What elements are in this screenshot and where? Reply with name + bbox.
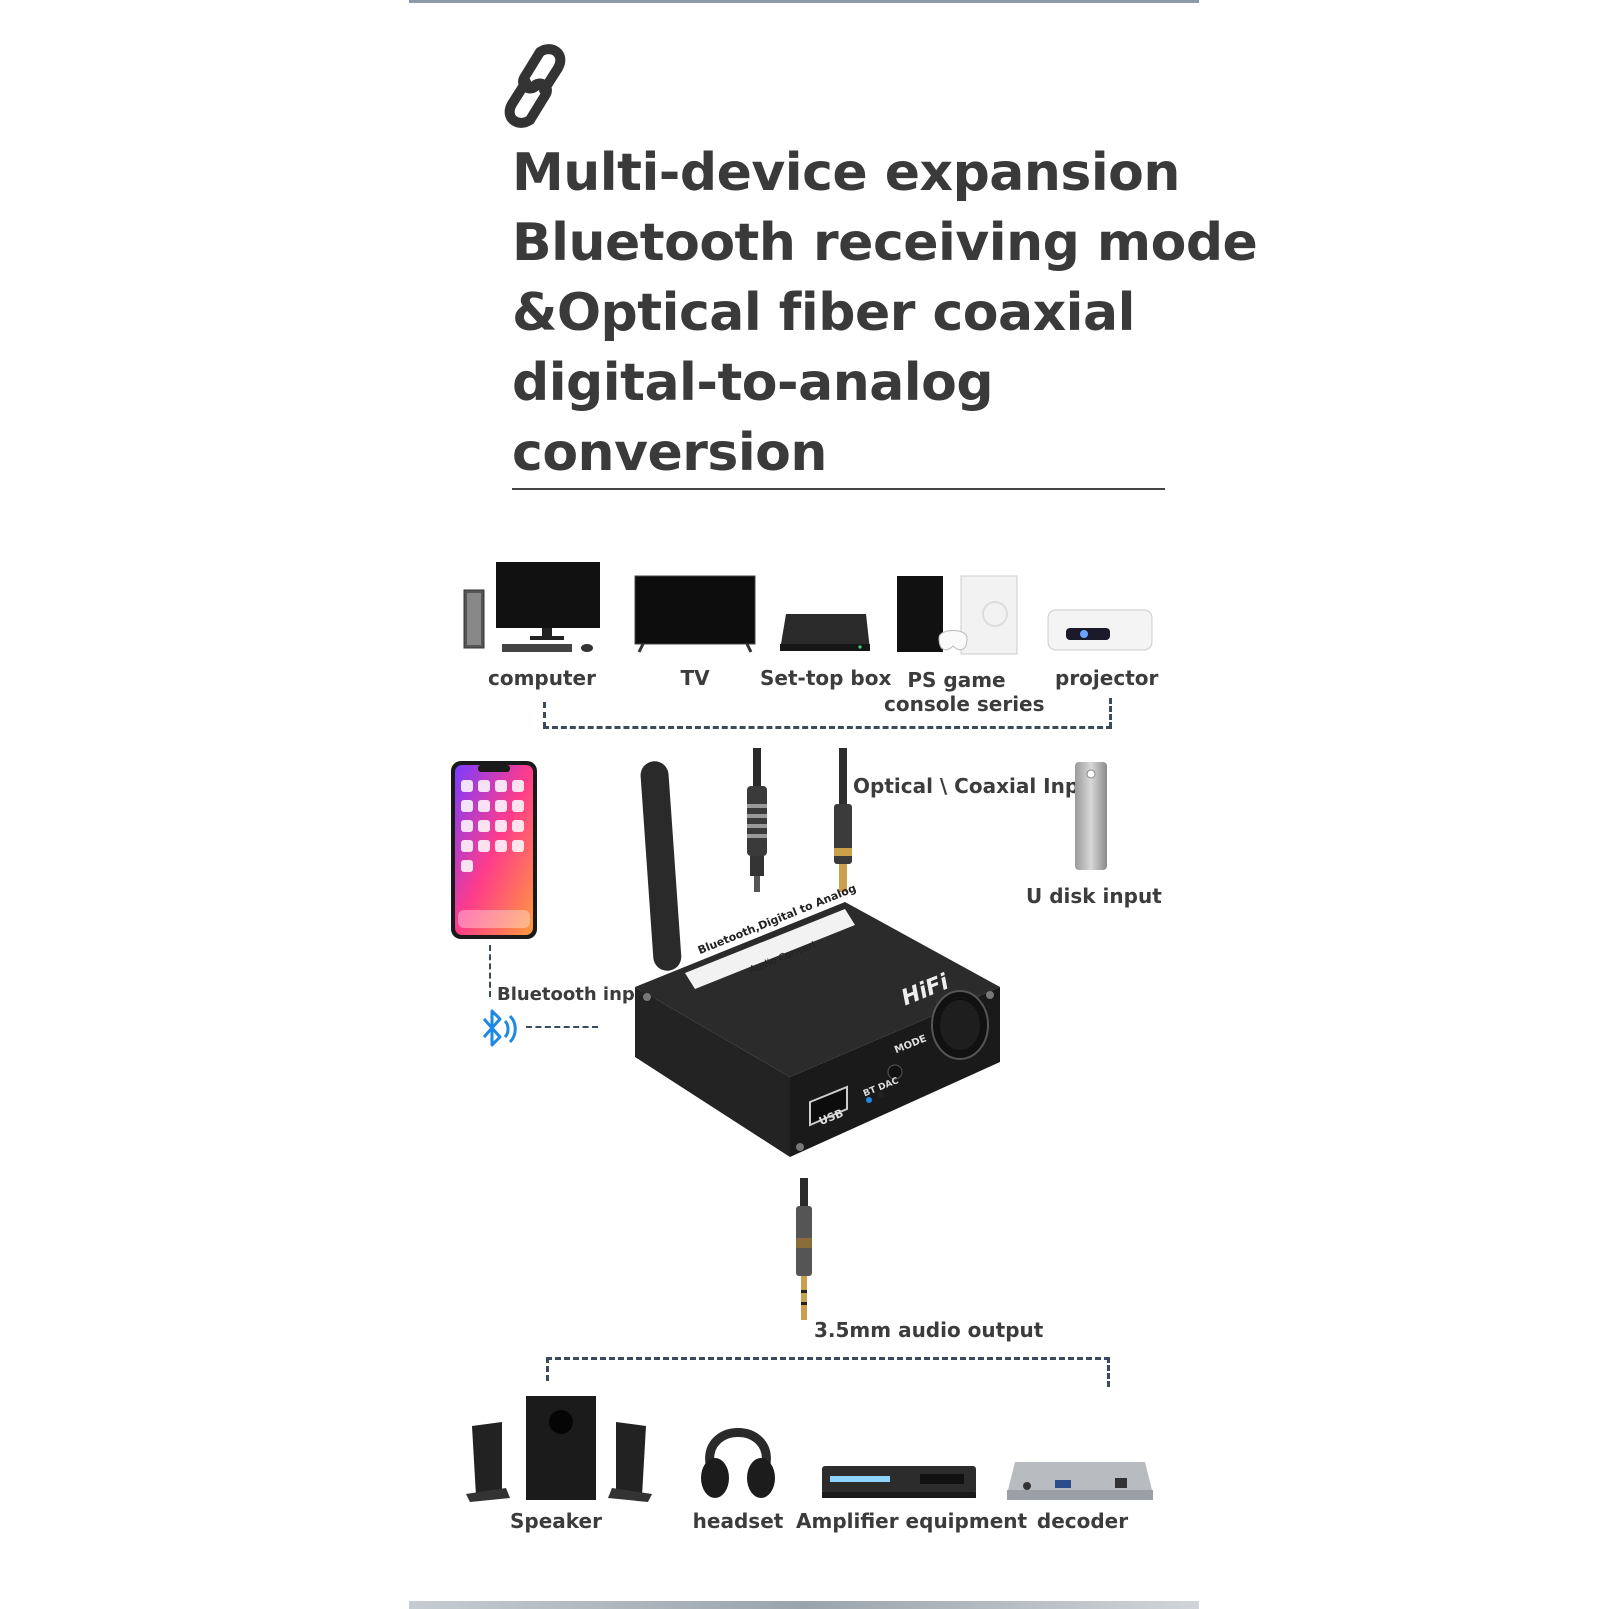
chain-link-icon xyxy=(504,44,566,128)
title-line: &Optical fiber coaxial xyxy=(512,283,1135,343)
input-label-optical-coaxial: Optical \ Coaxial Input xyxy=(853,774,1103,798)
source-bracket-right xyxy=(1109,698,1112,728)
source-label-ps: PS game console series xyxy=(884,668,1045,716)
source-label-set-top-box: Set-top box xyxy=(760,666,892,690)
headset-image xyxy=(701,1428,775,1498)
bluetooth-icon xyxy=(482,1009,517,1047)
optical-cable-image xyxy=(747,748,767,892)
bluetooth-link-vertical xyxy=(489,945,491,997)
input-label-bluetooth: Bluetooth input xyxy=(497,984,657,1005)
decoder-image xyxy=(1007,1462,1153,1500)
top-divider xyxy=(409,0,1199,3)
source-bracket-line xyxy=(543,726,1112,729)
speaker-image xyxy=(466,1396,652,1502)
bluetooth-link-horizontal xyxy=(526,1026,598,1028)
destination-label-headset: headset xyxy=(692,1509,784,1533)
game-console-image xyxy=(897,575,1018,655)
page-title: Multi-device expansion Bluetooth receivi… xyxy=(512,138,1258,488)
coaxial-cable-image xyxy=(834,748,852,892)
destination-bracket-line xyxy=(546,1357,1110,1360)
amplifier-image xyxy=(822,1466,976,1498)
set-top-box-image xyxy=(780,614,870,651)
tv-image xyxy=(634,575,756,653)
source-label-ps-line2: console series xyxy=(884,692,1045,716)
destination-label-speaker: Speaker xyxy=(510,1509,602,1533)
title-line: Multi-device expansion xyxy=(512,143,1180,203)
bluetooth-dac-converter xyxy=(635,761,1000,1157)
smartphone-image xyxy=(451,761,537,939)
source-label-ps-line1: PS game xyxy=(907,668,1006,692)
destination-bracket-right xyxy=(1107,1357,1110,1387)
source-bracket-left xyxy=(543,702,546,728)
title-underline xyxy=(512,488,1165,490)
audio-cable-3-5mm-image xyxy=(796,1178,812,1320)
projector-image xyxy=(1047,609,1153,651)
bottom-divider xyxy=(409,1601,1199,1609)
destination-label-amplifier: Amplifier equipment xyxy=(796,1509,1028,1533)
title-line: digital-to-analog xyxy=(512,353,994,413)
computer-image xyxy=(463,562,600,652)
destination-label-decoder: decoder xyxy=(1036,1509,1129,1533)
title-line: conversion xyxy=(512,423,827,483)
source-label-tv: TV xyxy=(680,666,710,690)
u-disk-image xyxy=(1075,762,1107,870)
destination-bracket-left xyxy=(546,1357,549,1381)
source-label-projector: projector xyxy=(1055,666,1159,690)
output-label: 3.5mm audio output xyxy=(814,1318,1044,1342)
title-line: Bluetooth receiving mode xyxy=(512,213,1258,273)
source-label-computer: computer xyxy=(488,666,596,690)
input-label-u-disk: U disk input xyxy=(1026,884,1162,908)
